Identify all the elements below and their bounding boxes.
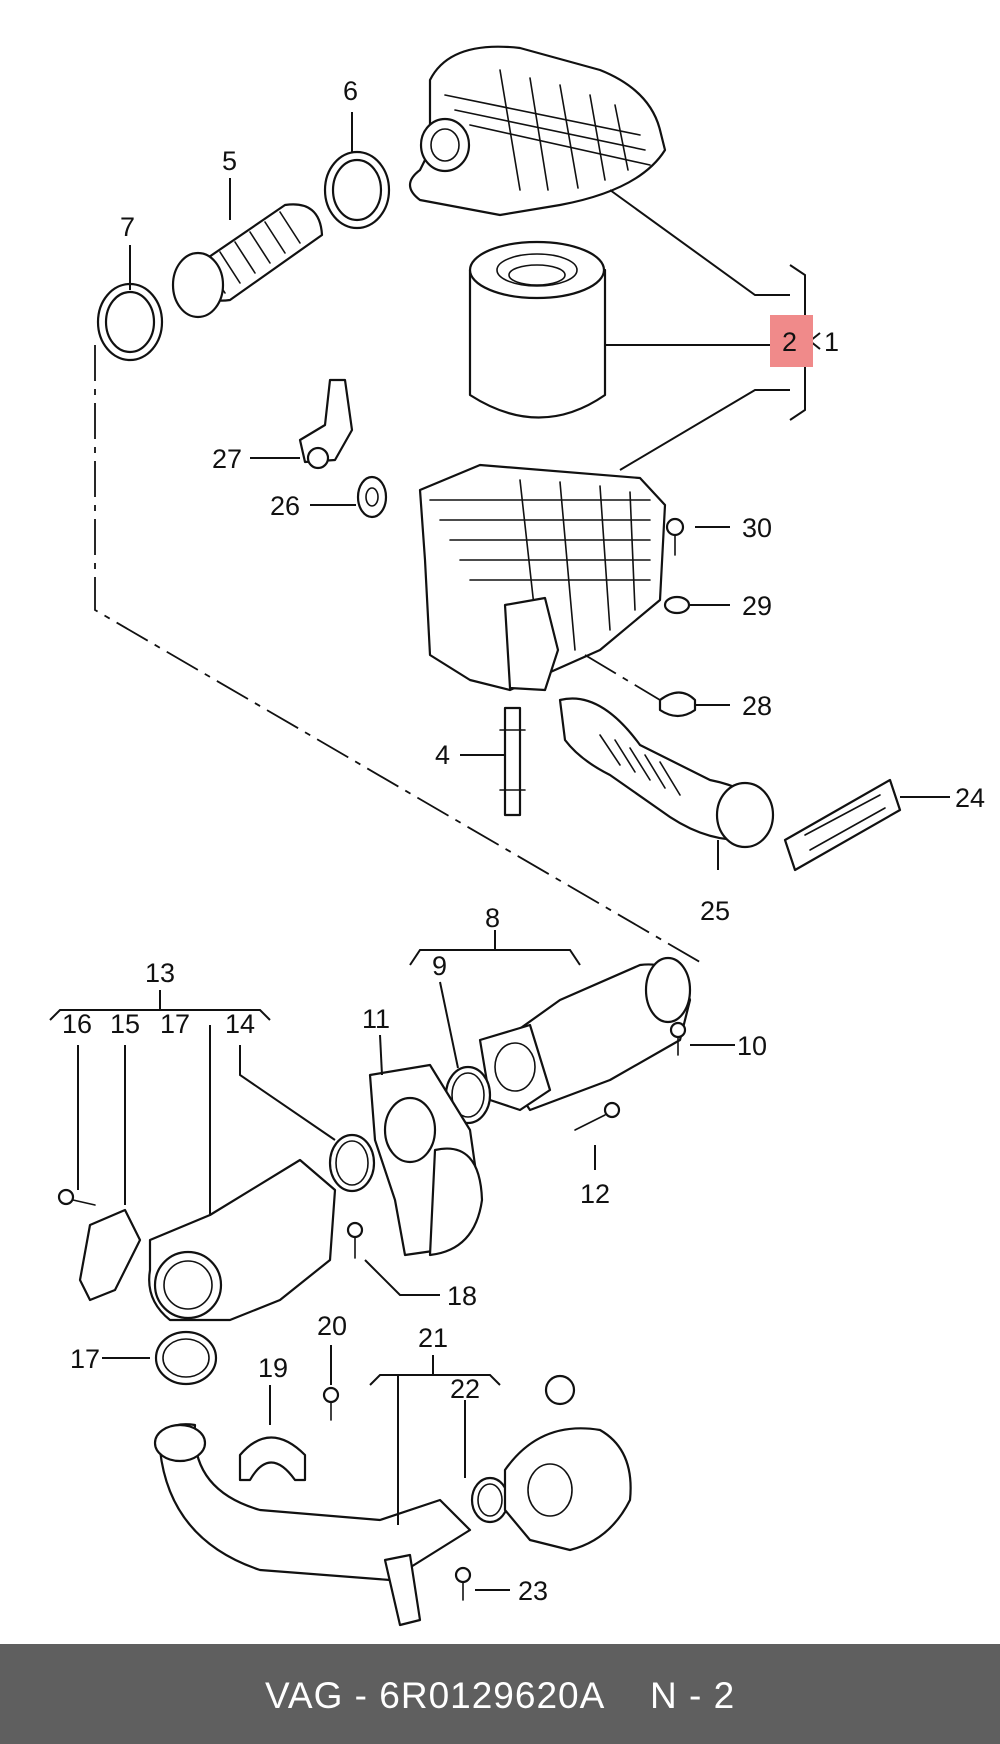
guide-pin xyxy=(499,706,526,817)
screw-20 xyxy=(322,1386,340,1421)
mounting-bracket xyxy=(298,378,354,470)
callout-18: 18 xyxy=(447,1281,477,1311)
callout-2: 2 xyxy=(782,327,797,357)
gasket-ring-22 xyxy=(470,1476,510,1524)
hose-clamp-upper xyxy=(323,150,391,230)
connecting-pipe xyxy=(153,1423,472,1627)
callout-30: 30 xyxy=(742,513,772,543)
air-inlet-grille xyxy=(783,778,902,872)
pressure-sensor xyxy=(78,1208,142,1302)
callout-26: 26 xyxy=(270,491,300,521)
throttle-flange xyxy=(368,1063,484,1257)
callout-21: 21 xyxy=(418,1323,448,1353)
bolt-18 xyxy=(346,1221,364,1259)
callout-9: 9 xyxy=(432,951,447,981)
callout-12: 12 xyxy=(580,1179,610,1209)
hose-clamp-lower xyxy=(96,282,164,362)
pipe-clamp xyxy=(238,1436,307,1482)
seal-ring-17 xyxy=(154,1330,218,1386)
intake-duct xyxy=(558,697,775,849)
callout-8: 8 xyxy=(485,903,500,933)
callout-15: 15 xyxy=(110,1009,140,1039)
callout-1: 1 xyxy=(824,327,839,357)
highlight-box xyxy=(770,315,813,367)
intake-pipe-assembly xyxy=(478,956,692,1112)
gasket-ring-14 xyxy=(328,1133,376,1193)
callout-16: 16 xyxy=(62,1009,92,1039)
callout-20: 20 xyxy=(317,1311,347,1341)
callout-17b: 17 xyxy=(70,1344,100,1374)
callout-25: 25 xyxy=(700,896,730,926)
callout-28: 28 xyxy=(742,691,772,721)
callout-24: 24 xyxy=(955,783,985,813)
screw-23 xyxy=(454,1566,472,1601)
bolt-12 xyxy=(574,1101,621,1131)
bolt-16 xyxy=(57,1188,96,1206)
rubber-buffer xyxy=(663,595,691,615)
rubber-mount xyxy=(658,691,697,718)
callout-27: 27 xyxy=(212,444,242,474)
leader-lines xyxy=(49,112,950,1591)
callout-5: 5 xyxy=(222,146,237,176)
footer-part-label: VAG - 6R0129620A xyxy=(265,1675,605,1716)
air-filter-lid xyxy=(408,45,667,217)
bolt-10 xyxy=(669,1021,687,1056)
air-filter-lower-housing xyxy=(418,463,667,692)
callout-23: 23 xyxy=(518,1576,548,1606)
callout-11: 11 xyxy=(362,1004,390,1034)
routing-lines xyxy=(94,345,706,966)
footer-bar xyxy=(0,1644,1000,1744)
callout-17a: 17 xyxy=(160,1009,190,1039)
callout-10: 10 xyxy=(737,1031,767,1061)
turbocharger-housing xyxy=(503,1374,632,1552)
callout-22: 22 xyxy=(450,1374,480,1404)
callout-6: 6 xyxy=(343,76,358,106)
callout-7: 7 xyxy=(120,212,135,242)
callout-29: 29 xyxy=(742,591,772,621)
callout-14: 14 xyxy=(225,1009,255,1039)
footer-page-label: N - 2 xyxy=(650,1675,735,1716)
callout-4: 4 xyxy=(435,740,450,770)
callout-13: 13 xyxy=(145,958,175,988)
rubber-grommet xyxy=(356,475,388,519)
intake-manifold-pipe xyxy=(148,1158,337,1322)
callout-19: 19 xyxy=(258,1353,288,1383)
screw xyxy=(665,517,685,556)
callout-labels: 1 2 4 5 6 7 8 9 10 11 12 13 14 15 16 17 … xyxy=(62,76,985,1606)
intake-hose xyxy=(171,203,324,319)
filter-element xyxy=(468,240,607,419)
